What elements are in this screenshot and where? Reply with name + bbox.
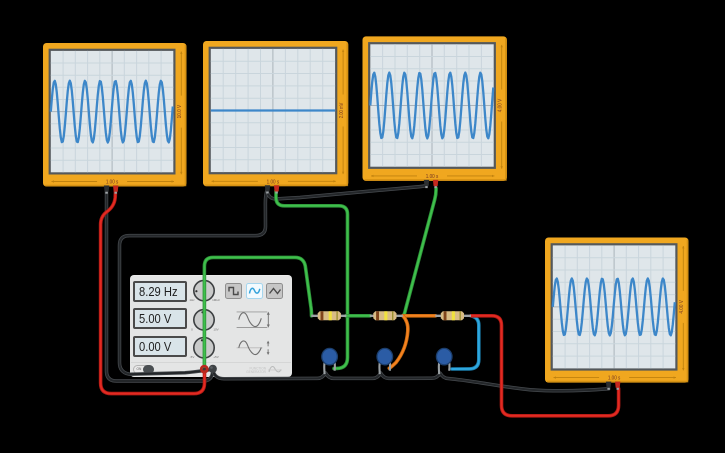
svg-text:-5V: -5V bbox=[190, 355, 195, 359]
svg-text:4.00 V: 4.00 V bbox=[498, 99, 504, 113]
svg-text:FUNCTION: FUNCTION bbox=[250, 366, 267, 370]
svg-text:1Hz: 1Hz bbox=[189, 298, 195, 302]
svg-text:2.00 mV: 2.00 mV bbox=[339, 103, 345, 119]
svg-text:10V: 10V bbox=[213, 327, 218, 331]
svg-text:0: 0 bbox=[191, 327, 193, 331]
svg-text:GENERATOR: GENERATOR bbox=[246, 370, 267, 374]
svg-text:1MHz: 1MHz bbox=[212, 298, 220, 302]
svg-text:+5V: +5V bbox=[213, 355, 218, 359]
svg-text:10.0 V: 10.0 V bbox=[177, 105, 183, 119]
svg-text:1.00 s: 1.00 s bbox=[426, 174, 439, 180]
svg-text:1.00 s: 1.00 s bbox=[608, 376, 621, 382]
svg-text:1.00 s: 1.00 s bbox=[106, 180, 119, 186]
svg-text:1.00 s: 1.00 s bbox=[267, 179, 280, 185]
svg-text:4.00 V: 4.00 V bbox=[679, 300, 685, 314]
